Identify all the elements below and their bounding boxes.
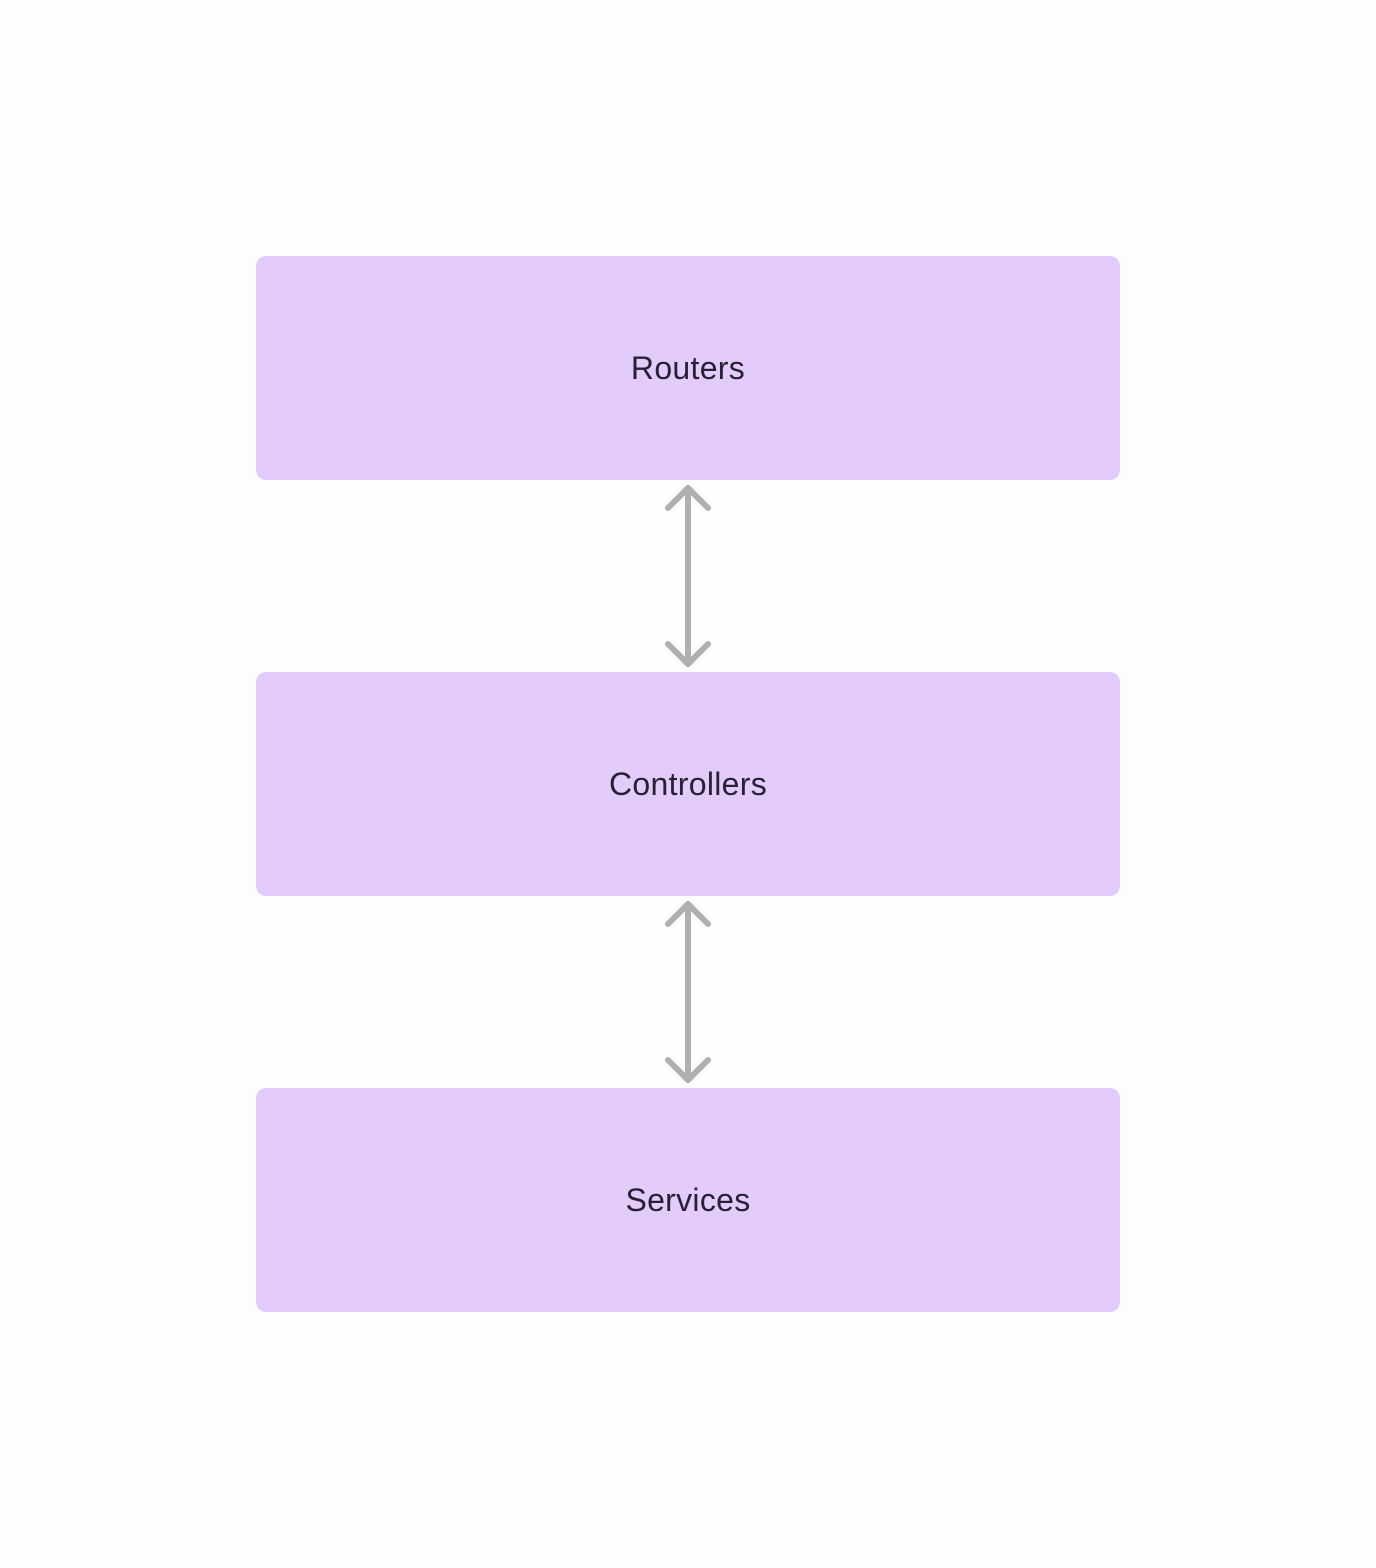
connector-controllers-services (665, 901, 711, 1083)
double-headed-arrow-icon (665, 901, 711, 1083)
connector-routers-controllers (665, 485, 711, 667)
node-label-routers: Routers (630, 350, 746, 386)
node-label-controllers: Controllers (608, 766, 768, 802)
node-label-services: Services (625, 1182, 751, 1218)
node-controllers: Controllers (256, 672, 1120, 896)
double-headed-arrow-icon (665, 485, 711, 667)
node-routers: Routers (256, 256, 1120, 480)
node-services: Services (256, 1088, 1120, 1312)
